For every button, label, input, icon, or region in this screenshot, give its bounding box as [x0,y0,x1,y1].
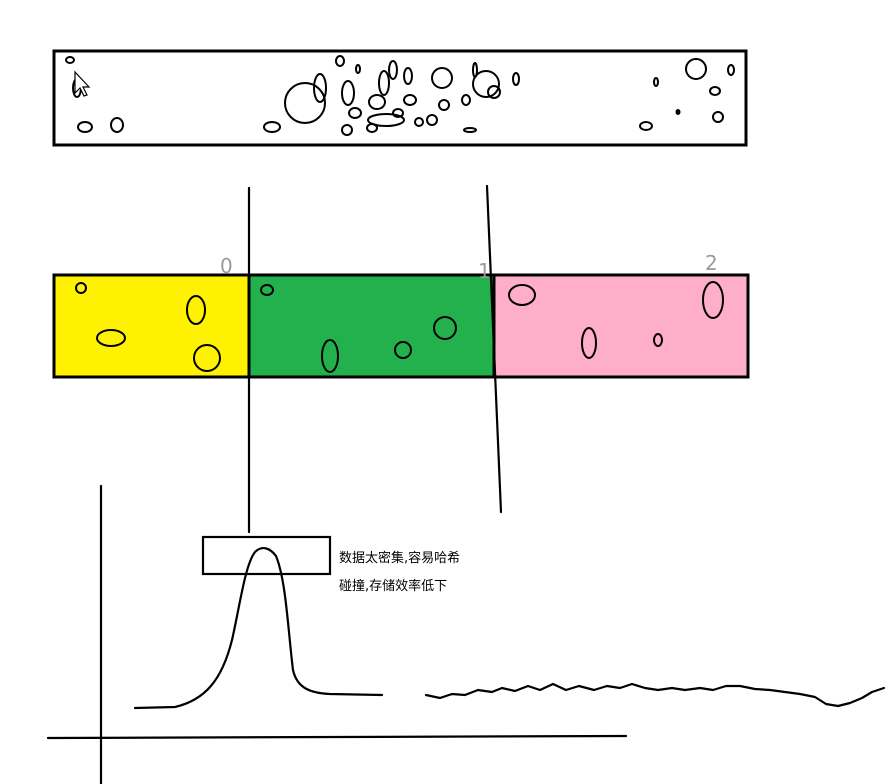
annotation-line-2: 碰撞,存储效率低下 [339,579,448,594]
raw-data-strip [52,49,748,147]
mouse-cursor-icon [74,70,91,97]
dense-region-box [201,535,332,576]
partition-label-2: 2 [705,251,718,275]
segment-2 [492,273,750,379]
segment-1 [247,273,496,379]
split-line-right [485,184,503,514]
density-peak-curve [133,546,384,710]
flat-density-curve [424,682,886,708]
partition-label-1: 1 [478,259,491,283]
raw-data-points [65,55,735,136]
annotation-line-1: 数据太密集,容易哈希 [339,551,461,566]
segment-data-points [75,281,724,373]
x-axis [46,734,628,740]
partition-label-0: 0 [220,254,233,278]
